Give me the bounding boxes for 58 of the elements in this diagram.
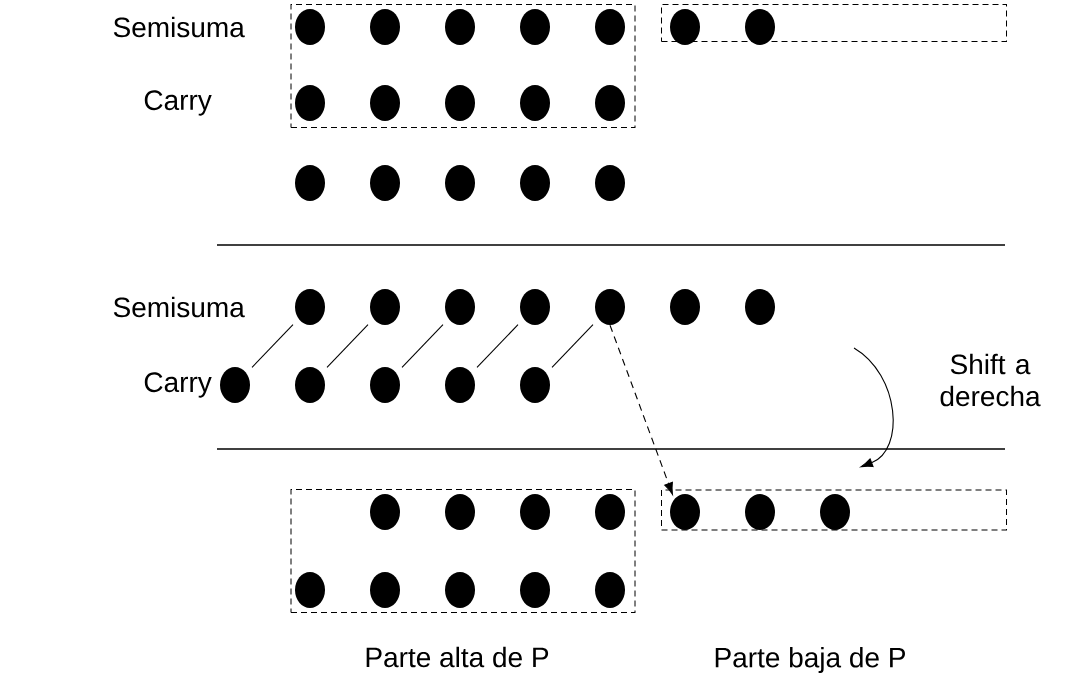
dot [295,85,325,121]
dot [370,572,400,608]
dot [295,9,325,45]
connector [326,324,369,368]
dot [520,85,550,121]
dot [445,289,475,325]
row-label: Carry [144,372,212,398]
dot [445,572,475,608]
dot [745,9,775,45]
dot [295,289,325,325]
dot [520,9,550,45]
dot [445,367,475,403]
dot [670,494,700,530]
dot [370,367,400,403]
edge-label: Shift a derecha [940,353,1041,407]
dot [745,494,775,530]
dot [445,165,475,201]
dashed-box [661,489,1007,531]
dot [370,85,400,121]
dot [520,572,550,608]
dot [520,494,550,530]
dot [370,165,400,201]
dot [595,494,625,530]
dot [445,9,475,45]
dot [295,572,325,608]
connector [609,324,673,495]
dot [220,367,250,403]
row-label: Semisuma [113,296,245,318]
curved-arrow [853,347,894,468]
dashed-box [290,4,636,128]
dot [520,165,550,201]
connector [476,324,519,368]
row-label: Carry [144,90,212,116]
dot [520,367,550,403]
connector [401,324,444,368]
dot [745,289,775,325]
dot [670,289,700,325]
row-label: Parte baja de P [715,646,905,674]
dot [595,572,625,608]
dot [445,85,475,121]
dot [370,9,400,45]
dot [370,289,400,325]
box-caption: Parte alta de P [366,646,549,668]
dashed-box [661,4,1007,42]
dot [595,165,625,201]
dot [445,494,475,530]
dot [595,9,625,45]
row-label: Semisuma [113,16,245,38]
dot [670,9,700,45]
dot [370,494,400,530]
connector [251,324,294,368]
dot [295,165,325,201]
dot [595,289,625,325]
dot [595,85,625,121]
dot [295,367,325,403]
connector [551,324,594,368]
dot [820,494,850,530]
dot [520,289,550,325]
